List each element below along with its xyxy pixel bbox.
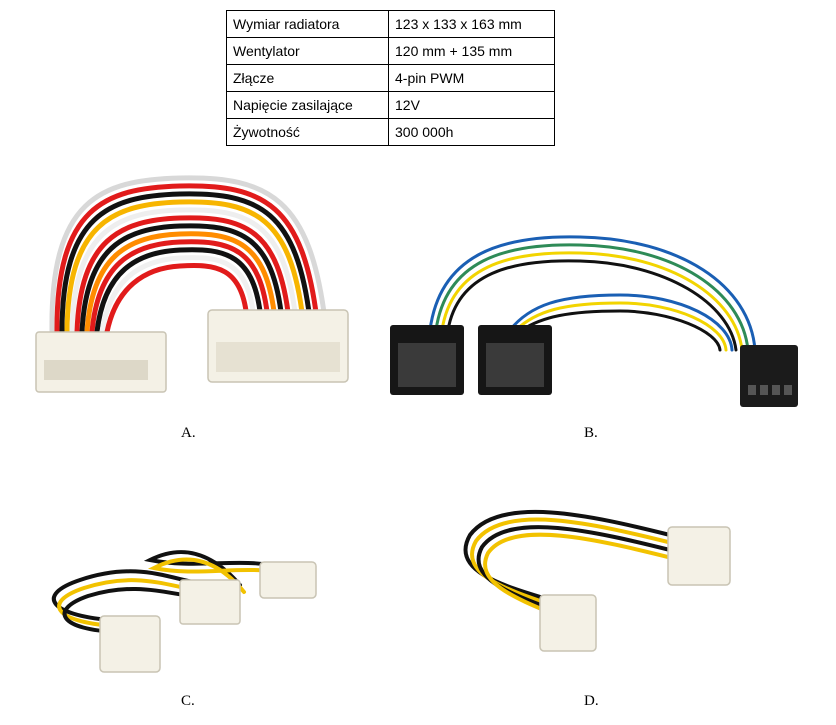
spec-label: Żywotność xyxy=(226,118,389,146)
spec-label: Wymiar radiatora xyxy=(226,10,389,38)
spec-value: 4-pin PWM xyxy=(388,64,555,92)
spec-value: 123 x 133 x 163 mm xyxy=(388,10,555,38)
spec-label: Wentylator xyxy=(226,37,389,65)
image-option-a xyxy=(35,175,349,393)
option-label-a: A. xyxy=(181,425,196,441)
option-label-d: D. xyxy=(584,693,599,709)
option-label-b: B. xyxy=(584,425,598,441)
spec-label: Złącze xyxy=(226,64,389,92)
spec-value: 120 mm + 135 mm xyxy=(388,37,555,65)
spec-value: 12V xyxy=(388,91,555,119)
spec-value: 300 000h xyxy=(388,118,555,146)
image-option-d xyxy=(463,509,731,652)
image-option-b xyxy=(390,235,798,407)
spec-label: Napięcie zasilające xyxy=(226,91,389,119)
option-label-c: C. xyxy=(181,693,195,709)
image-option-c xyxy=(51,550,317,673)
